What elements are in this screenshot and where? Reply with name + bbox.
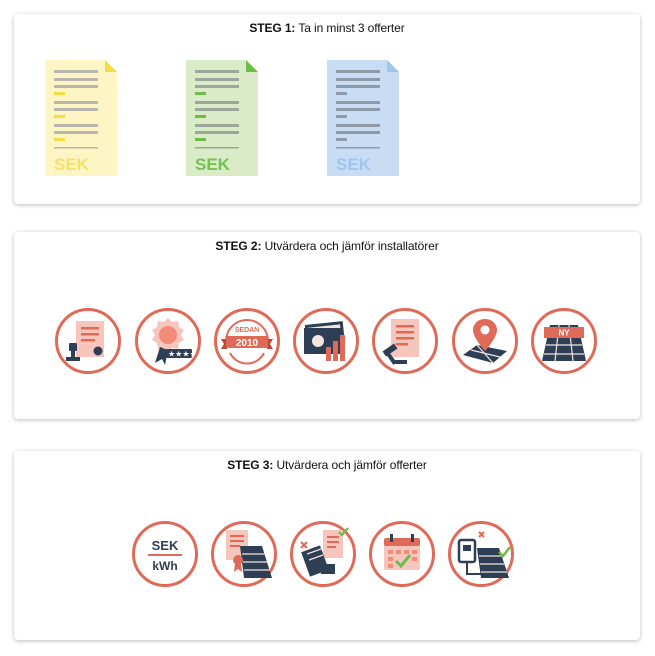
since-label: SEDAN [235,327,260,334]
offer-currency: SEK [54,155,90,174]
price-unit-bottom: kWh [152,559,177,573]
certificate-stamp-icon [55,308,121,374]
price-per-kwh-icon: SEK kWh [132,521,198,587]
inverter-panel-check-icon [448,521,514,587]
offer-currency: SEK [336,155,372,174]
new-solar-panel-icon: NY [531,308,597,374]
offer-document-blue: SEK [325,58,399,176]
step-3-title: STEG 3: Utvärdera och jämför offerter [227,458,427,472]
panel-warranty-certificate-icon [211,521,277,587]
location-map-pin-icon [452,308,518,374]
legal-gavel-document-icon [372,308,438,374]
step-2-title: STEG 2: Utvärdera och jämför installatör… [215,239,439,253]
offer-currency: SEK [195,155,231,174]
award-rosette-rating-icon: ★★★★ [135,308,201,374]
installation-calendar-icon [369,521,435,587]
svg-text:★★★★: ★★★★ [168,350,197,359]
new-badge: NY [558,329,570,338]
step-1-title: STEG 1: Ta in minst 3 offerter [249,21,405,35]
step-2-card: STEG 2: Utvärdera och jämför installatör… [14,232,640,419]
step-3-card: STEG 3: Utvärdera och jämför offerter SE… [14,451,640,640]
since-year-banner-icon: SEDAN 2010 [214,308,280,374]
year-label: 2010 [236,338,259,349]
step-1-card: STEG 1: Ta in minst 3 offerter SEK [14,14,640,204]
compare-offers-check-icon [290,521,356,587]
price-unit-top: SEK [152,538,179,553]
finance-chart-icon [293,308,359,374]
offer-document-yellow: SEK [43,58,117,176]
offer-document-green: SEK [184,58,258,176]
